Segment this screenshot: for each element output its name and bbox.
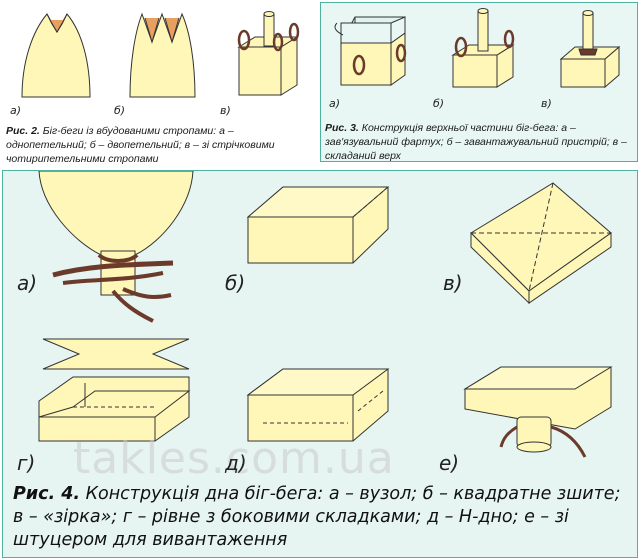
fig4-label-e: д) [225, 451, 247, 475]
bag-folding-top [559, 10, 621, 89]
figure-4-drawing [38, 171, 613, 458]
figure-3-drawing [334, 8, 621, 89]
fig2-label-b: б) [114, 104, 126, 117]
bottom-square-sewn [246, 186, 390, 264]
fig2-label-a: а) [10, 104, 22, 117]
bag-four-loop [237, 11, 300, 96]
fig4-label-d: г) [17, 451, 36, 475]
figure-2-panel: а) б) в) Рис. 2. Біг-беги із вбудованими… [2, 2, 316, 165]
fig3-label-a: а) [329, 97, 341, 110]
fig4-label-b: б) [225, 271, 246, 295]
fig3-caption-title: Рис. 3. [325, 122, 359, 134]
bottom-discharge-spout [463, 366, 613, 458]
bottom-star [470, 182, 612, 305]
fig4-label-a: а) [17, 271, 38, 295]
bottom-knot [38, 171, 194, 323]
fig4-label-f: е) [439, 451, 460, 475]
bottom-h [246, 368, 390, 442]
fig3-caption-text: Конструкція верхньої частини біг-бега: а… [325, 122, 627, 162]
fig2-caption-text: Біг-беги із вбудованими стропами: а – од… [6, 125, 275, 165]
figure-2-drawing [21, 11, 300, 98]
fig4-label-c: в) [443, 271, 463, 295]
fig4-caption-text: Конструкція дна біг-бега: а – вузол; б –… [13, 484, 621, 550]
bag-tie-apron [334, 16, 407, 86]
fig3-label-c: в) [541, 97, 552, 110]
figure-4-panel: takles.com.ua а) б) в) г) д) е) Рис. 4. … [2, 170, 638, 558]
fig4-caption: Рис. 4. Конструкція дна біг-бега: а – ву… [13, 483, 633, 552]
bag-loading-spout [451, 8, 515, 88]
figure-3-panel: а) б) в) Рис. 3. Конструкція верхньої ча… [320, 2, 638, 162]
watermark: takles.com.ua [73, 433, 395, 484]
bag-single-loop [21, 13, 91, 98]
bag-double-loop [129, 12, 196, 98]
fig3-caption: Рис. 3. Конструкція верхньої частини біг… [325, 121, 631, 163]
fig2-caption: Рис. 2. Біг-беги із вбудованими стропами… [6, 124, 312, 166]
fig4-caption-title: Рис. 4. [13, 484, 81, 504]
bottom-flat-side-folds [38, 376, 191, 442]
fig2-label-c: в) [220, 104, 231, 117]
fig2-caption-title: Рис. 2. [6, 125, 40, 137]
fig3-label-b: б) [433, 97, 445, 110]
fold-strip [42, 338, 190, 370]
